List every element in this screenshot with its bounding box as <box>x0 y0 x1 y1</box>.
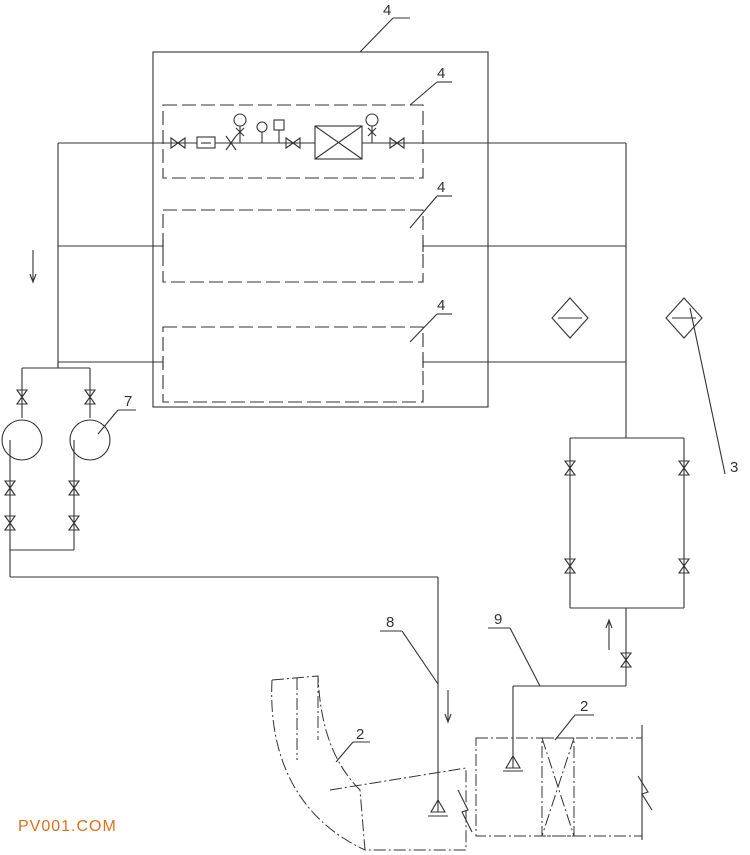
pump-2 <box>69 419 111 461</box>
flow-arrows <box>29 250 613 724</box>
label-module-1: 4 <box>437 65 445 82</box>
label-duct-left: 2 <box>356 726 364 743</box>
label-pipe-8: 8 <box>386 614 394 631</box>
right-duct <box>475 725 653 840</box>
module-box-2 <box>162 209 424 283</box>
main-piping <box>57 142 627 438</box>
label-module-3: 4 <box>437 297 445 314</box>
module-box-1 <box>162 104 424 179</box>
label-pipe-9: 9 <box>494 611 502 628</box>
watermark: PV001.COM <box>18 818 117 835</box>
label-module-2: 4 <box>437 179 445 196</box>
label-outer-box: 4 <box>383 2 391 19</box>
module-box-3 <box>162 326 424 403</box>
left-duct <box>271 675 473 851</box>
label-filter: 3 <box>730 459 738 476</box>
filter-1 <box>551 297 589 339</box>
leader-lines <box>97 17 726 763</box>
filter-2 <box>665 297 703 339</box>
pump-1 <box>1 419 43 461</box>
label-pump: 7 <box>124 393 132 410</box>
outer-cabinet-box <box>152 51 489 408</box>
label-duct-right: 2 <box>580 698 588 715</box>
module-1-components <box>163 113 423 160</box>
pump-station <box>1 362 448 817</box>
filter-station <box>503 297 703 772</box>
